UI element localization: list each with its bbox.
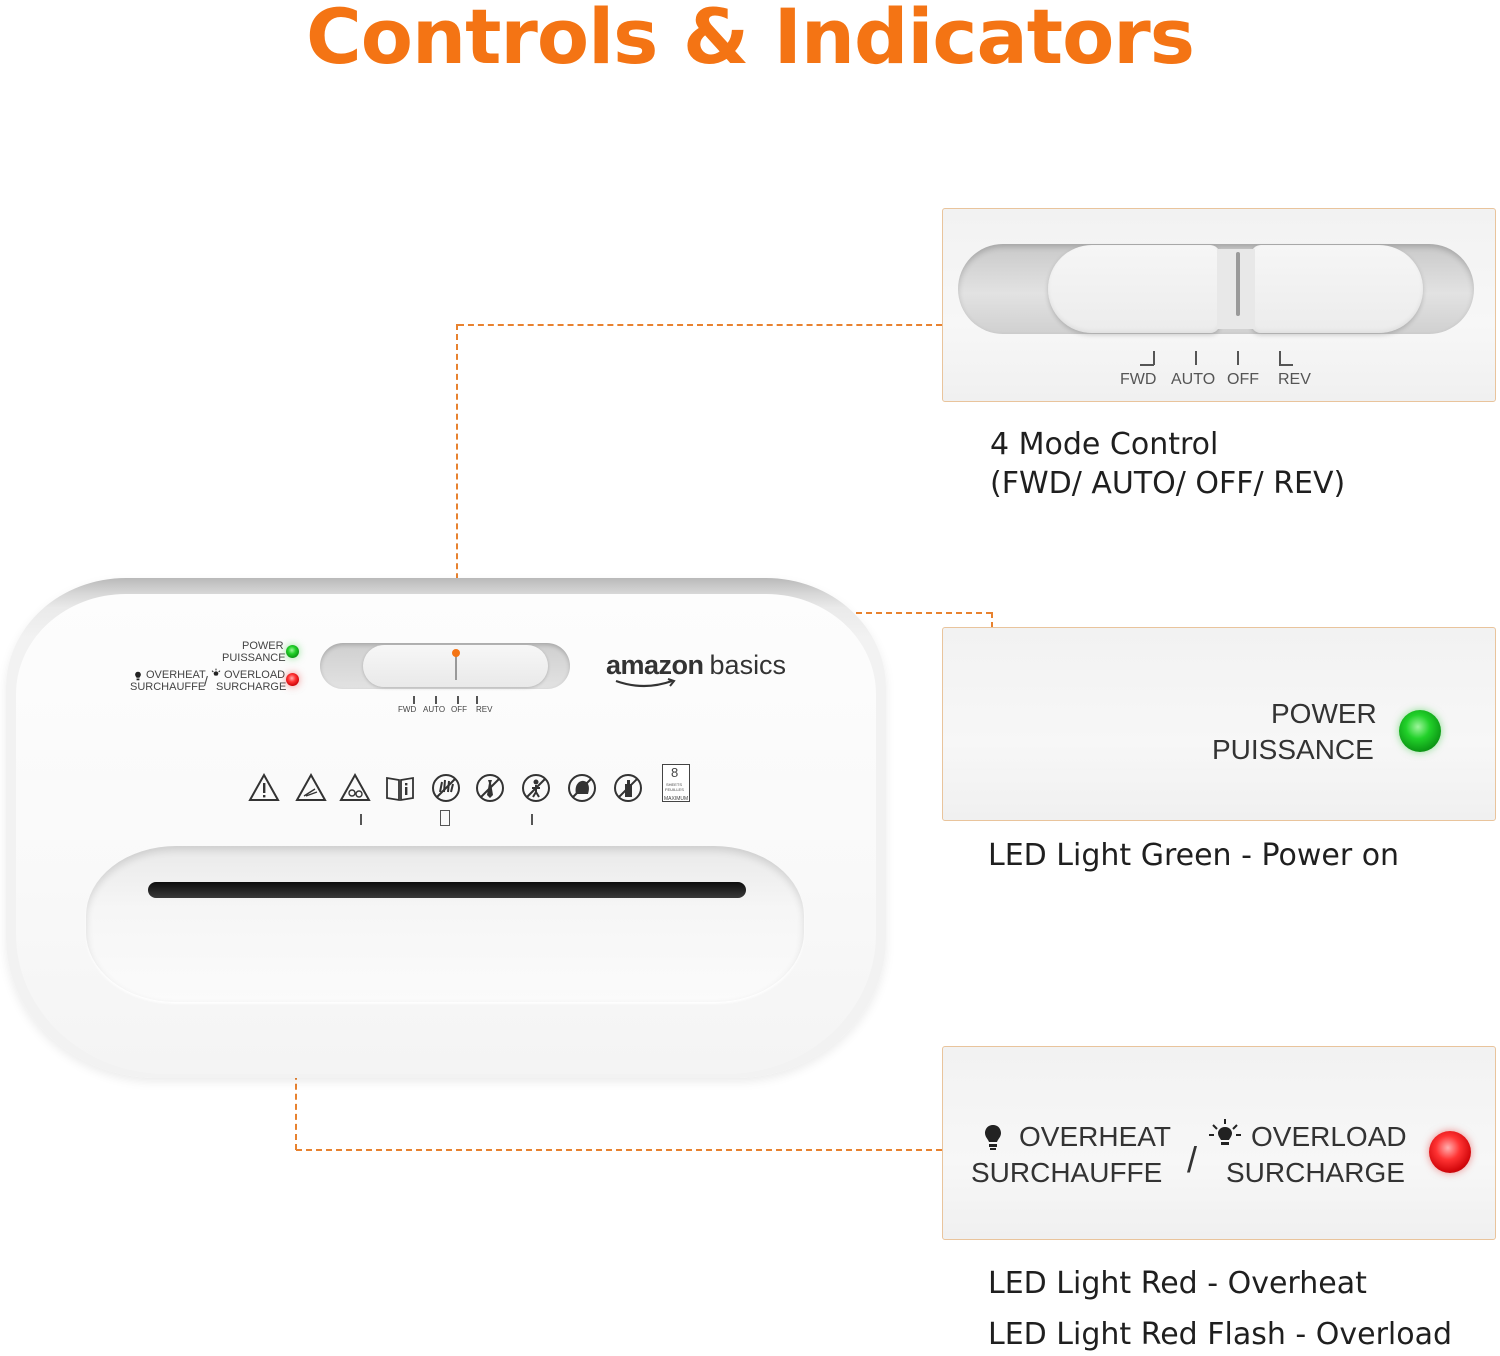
shredder-overheat-label-fr: SURCHAUFFE xyxy=(130,681,206,693)
shredder-warning-led xyxy=(286,673,299,686)
switch-caption-line2: (FWD/ AUTO/ OFF/ REV) xyxy=(990,466,1346,501)
manual-info-icon xyxy=(386,776,414,802)
caution-hand-icon xyxy=(295,772,327,801)
power-label-fr: PUISSANCE xyxy=(1212,734,1374,765)
shredder-mode-auto: AUTO xyxy=(423,705,446,714)
shredder-separator: / xyxy=(204,673,208,689)
overheat-label-fr: SURCHAUFFE xyxy=(971,1157,1163,1188)
leader-switch-vertical xyxy=(456,324,458,649)
warning-caption-line1: LED Light Red - Overheat xyxy=(988,1266,1367,1301)
switch-pointer-dot xyxy=(452,649,460,657)
shredder-mark-card xyxy=(440,810,450,826)
shredder-power-label-en: POWER xyxy=(242,640,284,652)
leader-power-vertical xyxy=(991,612,993,628)
warning-caption-line2: LED Light Red Flash - Overload xyxy=(988,1317,1453,1352)
switch-knob-left xyxy=(1048,245,1220,333)
leader-switch-horizontal xyxy=(458,324,942,326)
brand-logo-light: basics xyxy=(709,650,787,680)
tick-off xyxy=(1237,351,1239,365)
power-zoom-panel: POWER PUISSANCE xyxy=(942,627,1496,821)
mode-label-fwd: FWD xyxy=(1120,371,1157,388)
overload-label-fr: SURCHARGE xyxy=(1226,1157,1405,1188)
shredder-flashing-bulb-icon xyxy=(211,668,221,676)
sheet-capacity-icon: 8 SHEETS FEUILLES xyxy=(662,764,690,802)
switch-knob-indicator xyxy=(1236,252,1240,316)
shredder-tick-fwd xyxy=(413,696,415,704)
sheet-capacity-feuilles: FEUILLES xyxy=(665,787,684,792)
caution-rotating-icon xyxy=(339,772,371,801)
bulb-icon xyxy=(985,1125,1001,1150)
power-label-en: POWER xyxy=(1271,698,1377,729)
shredder-switch-indicator xyxy=(455,652,457,680)
tick-rev xyxy=(1279,351,1281,365)
shredder-mark-left xyxy=(360,814,362,825)
shredder-mark-right xyxy=(531,814,533,825)
shredder-tick-off xyxy=(457,696,459,704)
shredder-mode-fwd: FWD xyxy=(398,705,417,714)
shredder-power-label-fr: PUISSANCE xyxy=(222,652,286,664)
shredder-mode-off: OFF xyxy=(451,705,467,714)
brand-smile-icon xyxy=(615,678,676,688)
switch-caption-line1: 4 Mode Control xyxy=(990,427,1219,462)
mode-label-off: OFF xyxy=(1227,371,1259,388)
flashing-bulb-icon xyxy=(1209,1119,1241,1145)
shredder-overheat-label-en: OVERHEAT xyxy=(146,669,206,681)
no-long-hair-icon xyxy=(568,774,596,802)
tick-fwd xyxy=(1153,351,1155,365)
shredder-bulb-icon xyxy=(135,671,141,681)
mode-label-auto: AUTO xyxy=(1171,371,1216,388)
sheet-capacity-maximum: MAXIMUM xyxy=(664,796,689,802)
mode-label-rev: REV xyxy=(1278,371,1311,388)
shredder-overload-label-en: OVERLOAD xyxy=(224,669,286,681)
power-caption: LED Light Green - Power on xyxy=(988,838,1400,873)
sheet-capacity-count: 8 xyxy=(671,765,679,780)
leader-warning-horizontal xyxy=(296,1149,942,1151)
warning-led-icon xyxy=(1429,1131,1471,1173)
no-aerosol-icon xyxy=(614,774,642,802)
tick-fwd-foot xyxy=(1140,364,1154,366)
brand-logo-bold: amazon xyxy=(606,650,704,680)
shredder-tick-auto xyxy=(435,696,437,704)
warning-zoom-panel: OVERHEAT SURCHAUFFE / OVERLOAD SURCHARGE xyxy=(942,1046,1496,1240)
tick-auto xyxy=(1195,351,1197,365)
switch-zoom-panel: FWD AUTO OFF REV xyxy=(942,208,1496,402)
shredder-power-led xyxy=(286,645,299,658)
no-children-icon xyxy=(522,774,550,802)
shredder-tick-rev xyxy=(476,696,478,704)
page-title: Controls & Indicators xyxy=(305,0,1195,81)
power-led-icon xyxy=(1399,710,1441,752)
sheet-capacity-sheets: SHEETS xyxy=(666,782,683,787)
switch-knob-right xyxy=(1251,245,1423,333)
paper-feed-recess xyxy=(86,846,804,1002)
paper-feed-slot[interactable] xyxy=(148,882,746,898)
no-hands-icon xyxy=(432,774,460,802)
warning-separator: / xyxy=(1187,1139,1198,1180)
shredder-mode-rev: REV xyxy=(476,705,493,714)
warning-triangle-icon xyxy=(248,772,280,801)
overload-label-en: OVERLOAD xyxy=(1251,1121,1407,1152)
shredder-overload-label-fr: SURCHARGE xyxy=(216,681,287,693)
tick-rev-foot xyxy=(1279,364,1293,366)
no-tie-icon xyxy=(476,774,504,802)
overheat-label-en: OVERHEAT xyxy=(1019,1121,1171,1152)
